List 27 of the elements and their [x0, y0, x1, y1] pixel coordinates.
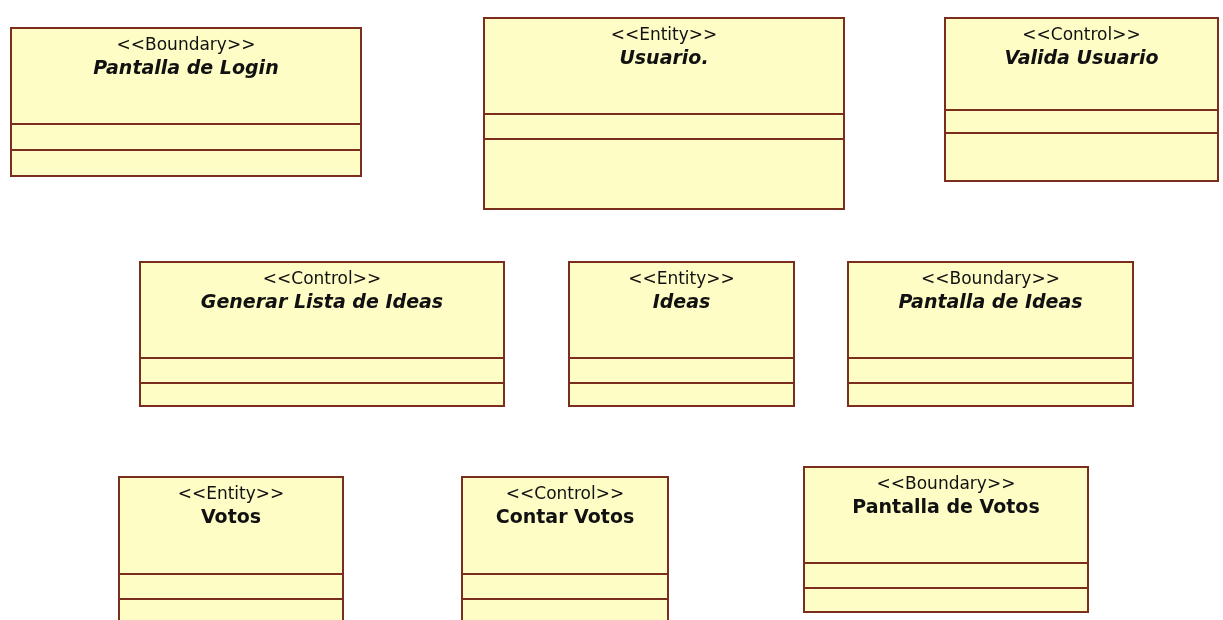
class-box: [461, 476, 669, 620]
class-box: [118, 476, 344, 620]
class-name: Valida Usuario: [1004, 45, 1159, 69]
class-name: Votos: [200, 504, 262, 528]
stereotype-label: <<Entity>>: [628, 267, 735, 289]
stereotype-label: <<Boundary>>: [876, 472, 1016, 494]
stereotype-label: <<Control>>: [505, 482, 625, 504]
stereotype-label: <<Boundary>>: [116, 33, 256, 55]
stereotype-label: <<Control>>: [1022, 23, 1141, 45]
class-name: Pantalla de Ideas: [898, 289, 1083, 313]
class-box: [139, 261, 505, 407]
class-name: Generar Lista de Ideas: [200, 289, 444, 313]
stereotype-label: <<Entity>>: [177, 482, 285, 504]
class-name: Contar Votos: [495, 504, 635, 528]
stereotype-label: <<Boundary>>: [921, 267, 1060, 289]
class-box: [803, 466, 1089, 613]
class-box: [568, 261, 795, 407]
class-name: Pantalla de Login: [93, 55, 279, 79]
class-box: [944, 17, 1219, 182]
class-name: Usuario.: [619, 45, 709, 69]
class-name: Pantalla de Votos: [852, 494, 1040, 518]
stereotype-label: <<Entity>>: [610, 23, 718, 45]
class-box: [483, 17, 845, 210]
class-name: Ideas: [652, 289, 711, 313]
class-box: [847, 261, 1134, 407]
stereotype-label: <<Control>>: [262, 267, 382, 289]
class-box: [10, 27, 362, 177]
